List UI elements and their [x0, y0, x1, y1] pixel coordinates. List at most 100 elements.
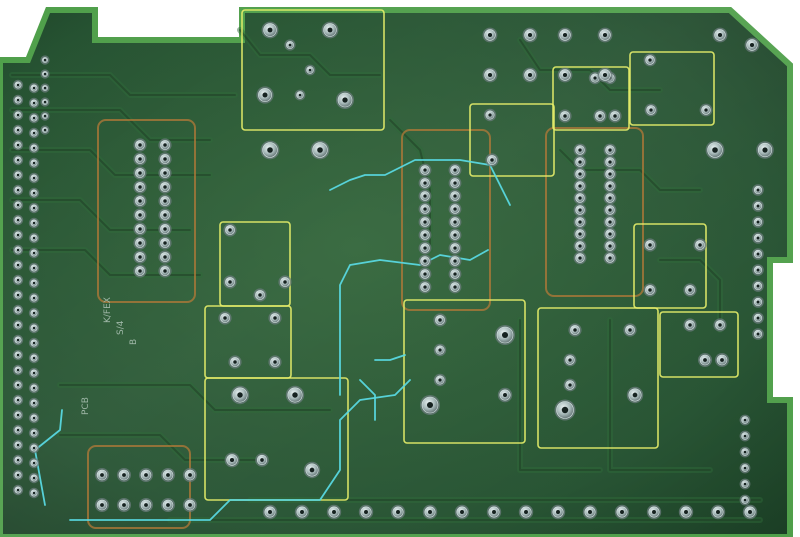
left-pad-b-26-hole — [32, 461, 36, 465]
left-pad-a-2-hole — [16, 98, 20, 102]
bottom-header-pin-15-hole — [716, 510, 720, 514]
left-pad-a-1-hole — [16, 83, 20, 87]
left-pad-b-10-hole — [32, 221, 36, 225]
lower-left-pin-row2-2-hole — [122, 503, 126, 507]
left-via-4-hole — [43, 100, 47, 104]
orange-outlines-layer — [87, 119, 644, 529]
u2-pin-b-1-hole — [453, 168, 457, 172]
left-pad-b-1-hole — [32, 86, 36, 90]
large-pad-2-hole — [317, 147, 323, 153]
left-pad-a-9-hole — [16, 203, 20, 207]
misc-pad-28-hole — [229, 457, 235, 463]
misc-pad-12-hole — [563, 114, 567, 118]
silk-text-4: PCB — [81, 397, 91, 415]
u2-pin-b-10-hole — [453, 285, 457, 289]
large-pad-1-hole — [267, 147, 273, 153]
misc-pad-9-hole — [490, 158, 494, 162]
left-pad-a-20-hole — [16, 368, 20, 372]
misc-pad-27-hole — [292, 392, 298, 398]
u3-pin-a-1-hole — [578, 148, 582, 152]
right-via-2-hole — [756, 204, 760, 208]
u1-pin-b-5-hole — [163, 199, 167, 203]
u3-pin-a-5-hole — [578, 196, 582, 200]
bottom-header-pin-10-hole — [556, 510, 560, 514]
misc-pad-16-hole — [704, 108, 708, 112]
u3-pin-a-2-hole — [578, 160, 582, 164]
left-pad-b-3-hole — [32, 116, 36, 120]
right-lower-via-1-hole — [743, 418, 747, 422]
left-pad-a-4-hole — [16, 128, 20, 132]
left-pad-a-22-hole — [16, 398, 20, 402]
left-pad-b-15-hole — [32, 296, 36, 300]
large-pad-3-hole — [712, 147, 718, 153]
u3-pin-a-7-hole — [578, 220, 582, 224]
cyan-trace-4 — [329, 159, 511, 206]
misc-pad-25-hole — [273, 360, 277, 364]
u1-pin-a-2-hole — [138, 157, 142, 161]
u2-pin-a-8-hole — [423, 259, 427, 263]
lower-left-pin-row2-5-hole — [188, 503, 192, 507]
misc-pad-5-hole — [288, 43, 292, 47]
misc-pad-46-hole — [688, 288, 692, 292]
misc-pad-17-hole — [649, 108, 653, 112]
misc-pad-34-hole — [503, 393, 507, 397]
left-pad-b-5-hole — [32, 146, 36, 150]
top-hole-8-hole — [527, 72, 533, 78]
top-hole-2-hole — [527, 32, 533, 38]
left-pad-b-17-hole — [32, 326, 36, 330]
misc-pad-48-hole — [718, 323, 722, 327]
misc-pad-22-hole — [223, 316, 227, 320]
u2-pin-a-10-hole — [423, 285, 427, 289]
bottom-header-pin-5-hole — [396, 510, 400, 514]
u2-pin-b-9-hole — [453, 272, 457, 276]
top-hole-3-hole — [562, 32, 568, 38]
silk-text-1: K/FEX — [103, 297, 113, 323]
top-hole-5-hole — [717, 32, 723, 38]
misc-pad-42-hole — [568, 383, 572, 387]
left-pad-b-22-hole — [32, 401, 36, 405]
left-pad-a-21-hole — [16, 383, 20, 387]
misc-pad-47-hole — [688, 323, 692, 327]
misc-pad-24-hole — [233, 360, 237, 364]
lower-left-pin-row1-4-hole — [166, 473, 170, 477]
top-hole-10-hole — [602, 72, 608, 78]
misc-pad-44-hole — [698, 243, 702, 247]
lower-left-pin-row1-2-hole — [122, 473, 126, 477]
right-lower-via-6-hole — [743, 498, 747, 502]
u3-pin-b-1-hole — [608, 148, 612, 152]
misc-pad-49-hole — [703, 358, 707, 362]
pads-layer — [12, 21, 774, 520]
left-pad-b-11-hole — [32, 236, 36, 240]
cyan-route-layer — [34, 159, 511, 521]
u1-pin-a-1-hole — [138, 143, 142, 147]
trace-core-1 — [11, 74, 236, 96]
left-pad-a-7-hole — [16, 173, 20, 177]
u2-pin-a-9-hole — [423, 272, 427, 276]
left-pad-b-24-hole — [32, 431, 36, 435]
left-via-2-hole — [43, 72, 47, 76]
bottom-header-pin-6-hole — [428, 510, 432, 514]
u2-pin-a-2-hole — [423, 181, 427, 185]
highlight-box-1 — [241, 9, 385, 131]
misc-pad-33-hole — [426, 401, 434, 409]
misc-pad-23-hole — [273, 316, 277, 320]
bottom-header-pin-13-hole — [652, 510, 656, 514]
u1-pin-b-7-hole — [163, 227, 167, 231]
left-pad-a-12-hole — [16, 248, 20, 252]
misc-pad-32-hole — [501, 331, 509, 339]
left-via-1-hole — [43, 58, 47, 62]
left-pad-a-27-hole — [16, 473, 20, 477]
right-lower-via-3-hole — [743, 450, 747, 454]
bottom-header-pin-14-hole — [684, 510, 688, 514]
left-pad-a-16-hole — [16, 308, 20, 312]
bottom-header-pin-8-hole — [492, 510, 496, 514]
u1-pin-b-8-hole — [163, 241, 167, 245]
u3-pin-a-9-hole — [578, 244, 582, 248]
highlight-box-9 — [537, 307, 659, 449]
u2-pin-b-4-hole — [453, 207, 457, 211]
misc-pad-37-hole — [573, 328, 577, 332]
left-pad-b-23-hole — [32, 416, 36, 420]
cyan-trace-1 — [34, 409, 63, 506]
u3-pin-b-7-hole — [608, 220, 612, 224]
left-pad-b-19-hole — [32, 356, 36, 360]
